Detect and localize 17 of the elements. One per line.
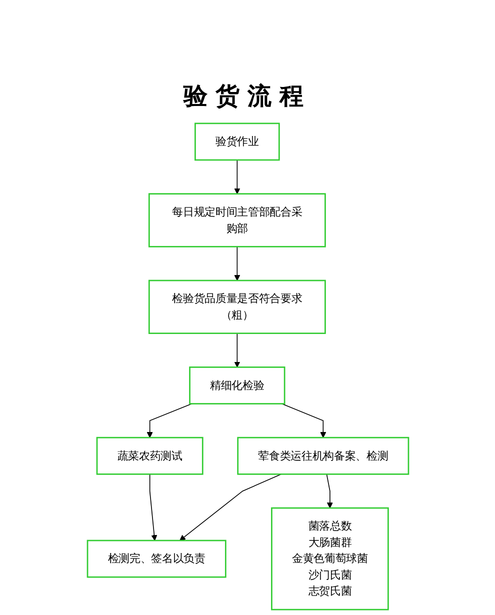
- node-box: 检测完、签名以负责: [86, 540, 226, 578]
- title: 验货流程: [184, 81, 312, 112]
- arrow: [148, 474, 157, 541]
- node-box: 验货作业: [194, 122, 280, 161]
- arrow: [146, 403, 192, 438]
- node-box: 荤食类运往机构备案、检测: [236, 436, 409, 475]
- arrow: [234, 246, 240, 281]
- arrow: [179, 474, 282, 541]
- node-box: 精细化检验: [188, 366, 285, 404]
- arrow: [280, 403, 326, 438]
- arrow: [326, 474, 332, 508]
- node-box: 每日规定时间主管部配合采购部: [148, 193, 326, 248]
- node-box: 菌落总数 大肠菌群 金黄色葡萄球菌 沙门氏菌 志贺氏菌: [270, 507, 388, 610]
- node-box: 检验货品质量是否符合要求（粗）: [148, 280, 326, 334]
- arrow: [234, 332, 240, 368]
- arrow: [234, 160, 240, 194]
- node-box: 蔬菜农药测试: [96, 436, 203, 475]
